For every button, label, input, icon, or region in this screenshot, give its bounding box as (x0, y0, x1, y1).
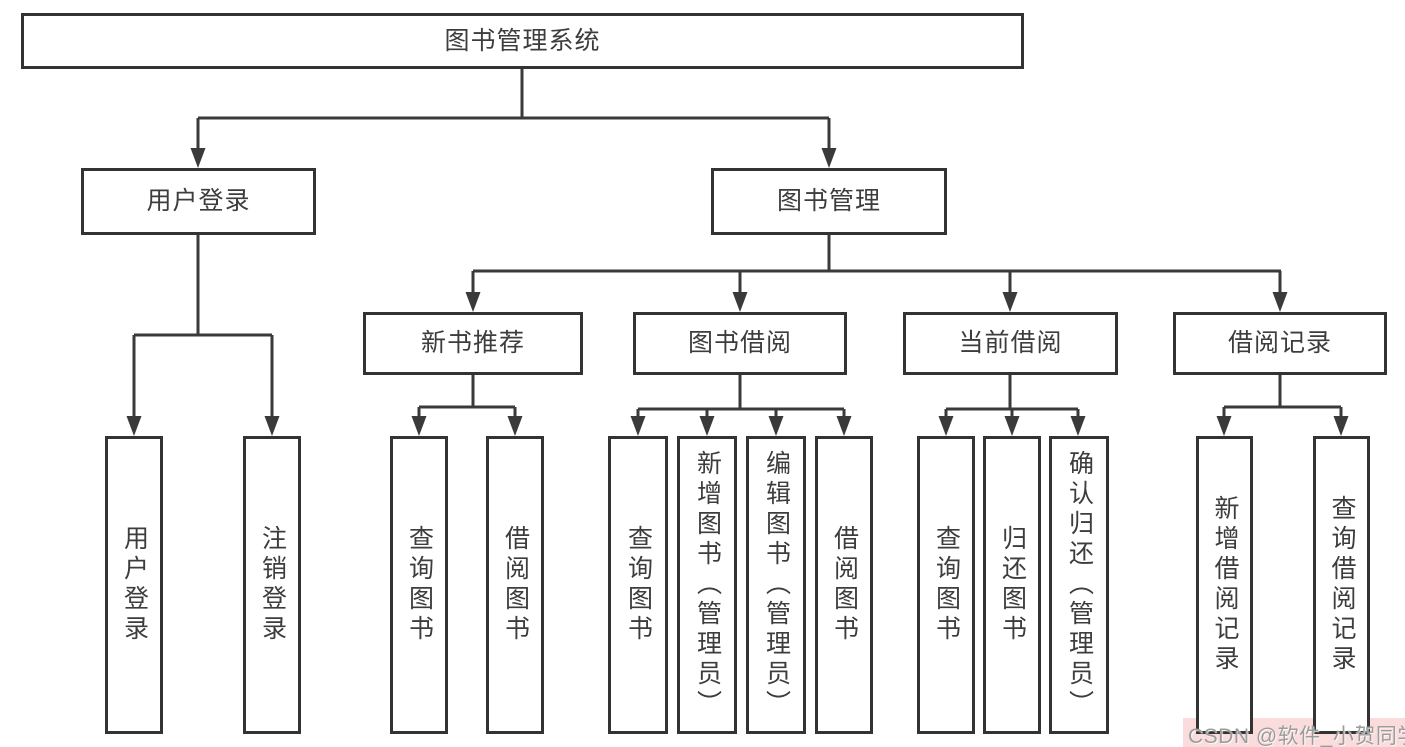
node-borrowing-records: 借阅记录 (1173, 312, 1387, 375)
node-root-library-management-system: 图书管理系统 (21, 13, 1024, 69)
leaf-add-borrow-record: 新增借阅记录 (1196, 436, 1253, 734)
node-current-borrowing-label: 当前借阅 (958, 329, 1063, 357)
node-current-borrowing: 当前借阅 (903, 312, 1118, 375)
leaf-user-login: 用户登录 (105, 436, 163, 734)
leaf-add-book-admin-label: 新增图书（管理员） (693, 450, 722, 720)
watermark-text: CSDN @软件_小贺同学 (1188, 725, 1405, 747)
leaf-borrow-books-recommend: 借阅图书 (486, 436, 544, 734)
node-user-login-branch: 用户登录 (81, 168, 316, 235)
leaf-borrow-books-borrowing: 借阅图书 (815, 436, 873, 734)
node-new-book-recommend-label: 新书推荐 (420, 329, 525, 357)
leaf-borrow-books-borrowing-label: 借阅图书 (830, 525, 859, 645)
node-book-management: 图书管理 (711, 168, 947, 235)
leaf-add-borrow-record-label: 新增借阅记录 (1211, 495, 1239, 675)
node-root-label: 图书管理系统 (444, 26, 601, 55)
leaf-query-books-borrowing-label: 查询图书 (624, 525, 653, 645)
leaf-logout-label: 注销登录 (258, 525, 287, 645)
leaf-return-book-label: 归还图书 (998, 525, 1027, 645)
arrowheads (126, 148, 1349, 436)
leaf-confirm-return-admin-label: 确认归还（管理员） (1065, 450, 1094, 720)
leaf-query-books-current: 查询图书 (917, 436, 975, 734)
leaf-user-login-label: 用户登录 (120, 525, 149, 645)
leaf-query-borrow-record-label: 查询借阅记录 (1328, 495, 1356, 675)
leaf-borrow-books-recommend-label: 借阅图书 (501, 525, 530, 645)
leaf-query-books-recommend-label: 查询图书 (405, 525, 434, 645)
node-user-login-branch-label: 用户登录 (146, 187, 251, 215)
node-new-book-recommend: 新书推荐 (363, 312, 583, 375)
node-book-borrowing-label: 图书借阅 (687, 329, 792, 357)
leaf-edit-book-admin: 编辑图书（管理员） (746, 436, 806, 734)
leaf-add-book-admin: 新增图书（管理员） (677, 436, 737, 734)
leaf-edit-book-admin-label: 编辑图书（管理员） (762, 450, 791, 720)
leaf-query-books-current-label: 查询图书 (932, 525, 961, 645)
leaf-logout: 注销登录 (243, 436, 301, 734)
leaf-query-books-recommend: 查询图书 (390, 436, 448, 734)
node-book-borrowing: 图书借阅 (633, 312, 847, 375)
connector-path (132, 69, 1343, 420)
leaf-query-borrow-record: 查询借阅记录 (1313, 436, 1370, 734)
leaf-confirm-return-admin: 确认归还（管理员） (1049, 436, 1109, 734)
leaf-query-books-borrowing: 查询图书 (608, 436, 668, 734)
leaf-return-book: 归还图书 (983, 436, 1041, 734)
node-borrowing-records-label: 借阅记录 (1227, 329, 1332, 357)
node-book-management-label: 图书管理 (776, 187, 881, 215)
